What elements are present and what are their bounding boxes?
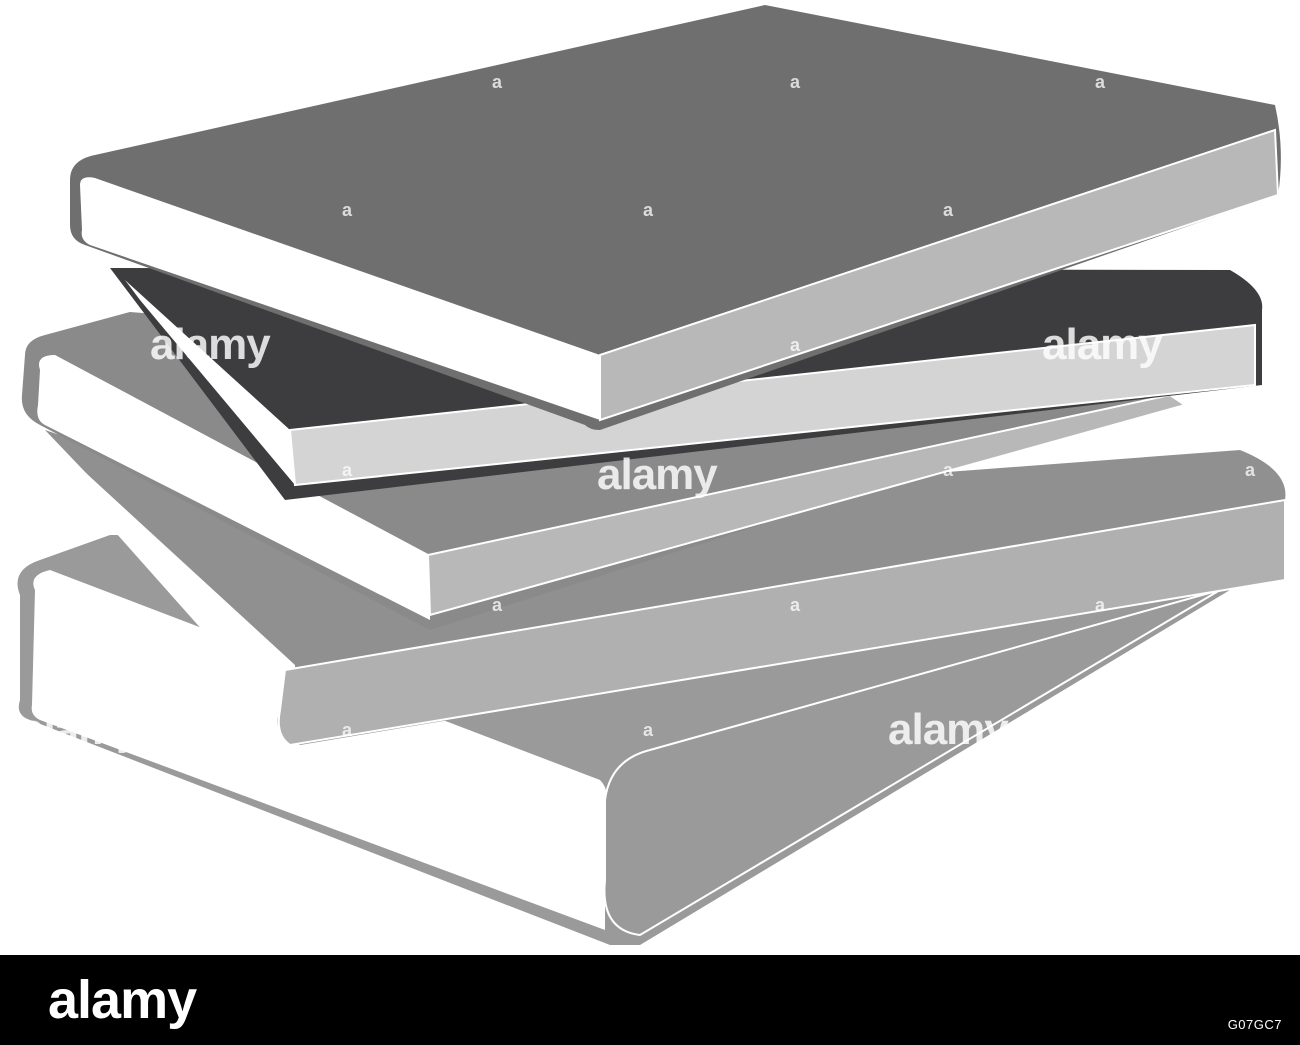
book-stack-icon xyxy=(17,5,1286,945)
book-stack-illustration: alamy alamy alamy alamy alamy a a a a a … xyxy=(17,5,1286,945)
book-fourth xyxy=(45,430,1286,747)
book-top xyxy=(70,5,1281,430)
footer-bar: alamy G07GC7 xyxy=(0,955,1300,1045)
alamy-logo: alamy xyxy=(48,970,197,1030)
image-id: G07GC7 xyxy=(1227,1017,1282,1032)
